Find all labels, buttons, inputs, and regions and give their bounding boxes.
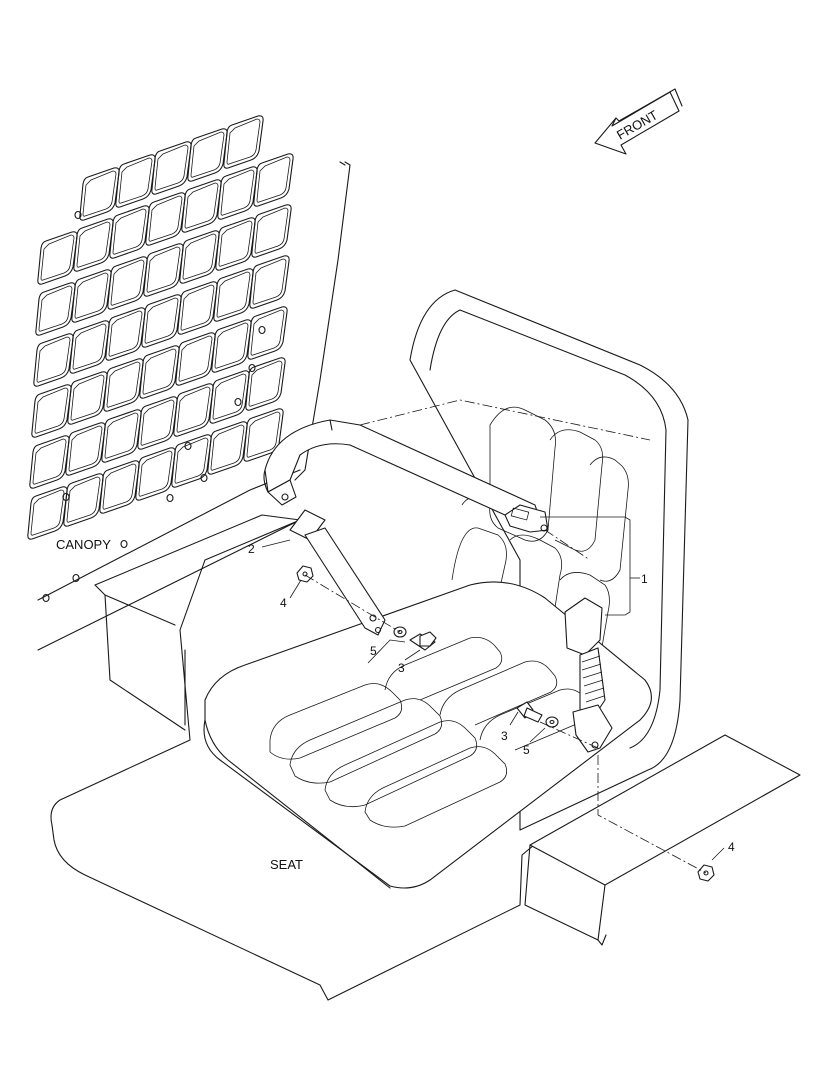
screen-cell-inner bbox=[104, 412, 139, 459]
screen-cell-inner bbox=[146, 246, 181, 293]
canopy-label: CANOPY bbox=[56, 537, 111, 552]
screen-cell-inner bbox=[214, 322, 249, 369]
screen-cell-inner bbox=[40, 234, 75, 281]
screen-cell-inner bbox=[190, 131, 225, 178]
rivet-hole bbox=[200, 473, 208, 483]
callout-1: 1 bbox=[641, 572, 648, 586]
rivet-hole bbox=[248, 363, 256, 373]
rivet-hole bbox=[42, 593, 50, 603]
screen-cell-inner bbox=[178, 335, 213, 382]
canopy-rivets bbox=[42, 210, 266, 603]
screen-cell-inner bbox=[248, 360, 283, 407]
screen-cell-inner bbox=[112, 208, 147, 255]
front-arrow: FRONT bbox=[594, 88, 683, 155]
screen-cell-inner bbox=[30, 489, 65, 536]
hardware-bolt-right bbox=[516, 701, 543, 723]
screen-cell-inner bbox=[256, 156, 291, 203]
screen-cell-inner bbox=[68, 425, 103, 472]
screen-cell-inner bbox=[180, 284, 215, 331]
rivet-hole bbox=[72, 573, 80, 583]
screen-cell-inner bbox=[82, 170, 117, 217]
callout-5-right: 5 bbox=[523, 743, 530, 757]
screen-cell-inner bbox=[252, 258, 287, 305]
assembly-centerlines bbox=[304, 399, 707, 874]
screen-cell bbox=[253, 153, 294, 207]
screen-cell-inner bbox=[32, 438, 67, 485]
rivet-hole bbox=[166, 493, 174, 503]
screen-cell-inner bbox=[184, 182, 219, 229]
rivet-hole bbox=[184, 441, 192, 451]
callout-2: 2 bbox=[248, 542, 255, 556]
screen-cell-inner bbox=[154, 144, 189, 191]
rivet-hole bbox=[234, 397, 242, 407]
callout-labels: 1 2 3 3 4 4 5 5 bbox=[248, 542, 735, 854]
seat-base-panel bbox=[50, 514, 541, 1001]
right-bracket bbox=[524, 734, 801, 946]
screen-cell-inner bbox=[220, 169, 255, 216]
screen-cell-inner bbox=[140, 399, 175, 446]
screen-cell-inner bbox=[66, 476, 101, 523]
screen-cell-inner bbox=[74, 272, 109, 319]
seat-belt-webbing bbox=[263, 419, 549, 533]
hardware-bolt-left bbox=[409, 631, 437, 651]
screen-cell-inner bbox=[182, 233, 217, 280]
screen-cell-inner bbox=[76, 221, 111, 268]
screen-cell-inner bbox=[36, 336, 71, 383]
callout-5-left: 5 bbox=[370, 644, 377, 658]
screen-cell-inner bbox=[138, 450, 173, 497]
callout-3-left: 3 bbox=[398, 661, 405, 675]
screen-cell bbox=[249, 255, 290, 309]
anchor-strap bbox=[289, 509, 386, 636]
screen-cell-inner bbox=[212, 373, 247, 420]
screen-cell-inner bbox=[174, 437, 209, 484]
screen-cell-inner bbox=[34, 387, 69, 434]
screen-cell-inner bbox=[176, 386, 211, 433]
rivet-hole bbox=[120, 539, 128, 549]
screen-cell-inner bbox=[108, 310, 143, 357]
seat-belt-buckle bbox=[564, 597, 613, 753]
screen-cell-inner bbox=[226, 118, 261, 165]
seat-cushion bbox=[203, 581, 652, 889]
screen-cell-inner bbox=[142, 348, 177, 395]
screen-cell bbox=[251, 204, 292, 258]
rivet-hole bbox=[74, 210, 82, 220]
screen-cell-inner bbox=[106, 361, 141, 408]
rivet-hole bbox=[62, 492, 70, 502]
screen-cell-inner bbox=[118, 157, 153, 204]
screen-cell bbox=[243, 408, 284, 462]
screen-cell-inner bbox=[110, 259, 145, 306]
canopy-screen-grid bbox=[27, 115, 294, 540]
screen-cell-inner bbox=[216, 271, 251, 318]
callout-3-right: 3 bbox=[501, 729, 508, 743]
screen-cell-inner bbox=[218, 220, 253, 267]
callout-4-left: 4 bbox=[280, 596, 287, 610]
screen-cell-inner bbox=[250, 309, 285, 356]
screen-cell-inner bbox=[70, 374, 105, 421]
seat-label: SEAT bbox=[270, 857, 303, 872]
screen-cell-inner bbox=[144, 297, 179, 344]
screen-cell-inner bbox=[210, 424, 245, 471]
leader-lines bbox=[261, 516, 725, 861]
rivet-hole bbox=[258, 325, 266, 335]
screen-cell-inner bbox=[148, 195, 183, 242]
hardware-nut-left bbox=[296, 565, 314, 583]
hardware-washer-right bbox=[545, 716, 559, 728]
screen-cell bbox=[247, 306, 288, 360]
screen-cell bbox=[245, 357, 286, 411]
screen-cell-inner bbox=[102, 463, 137, 510]
screen-cell-inner bbox=[38, 285, 73, 332]
callout-4-right: 4 bbox=[728, 840, 735, 854]
screen-cell-inner bbox=[254, 207, 289, 254]
screen-cell-inner bbox=[72, 323, 107, 370]
screen-cell-inner bbox=[246, 411, 281, 458]
screen-cell bbox=[223, 115, 264, 169]
